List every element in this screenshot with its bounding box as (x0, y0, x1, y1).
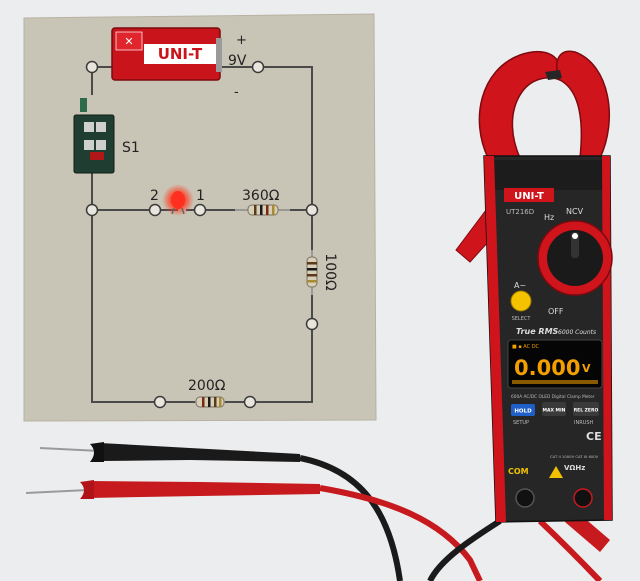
hold-button[interactable]: HOLD (511, 404, 535, 416)
resistor-360-label: 360Ω (242, 188, 280, 204)
switch-s1 (73, 98, 115, 174)
resistor-200-label: 200Ω (188, 378, 226, 394)
rotary-dial[interactable] (537, 220, 613, 296)
terminals (85, 60, 319, 409)
com-jack-label: COM (508, 467, 529, 476)
resistor-100-label: 100Ω (322, 253, 338, 291)
resistor-100 (306, 250, 318, 295)
ce-mark: CE (586, 430, 602, 443)
select-button-label: SELECT (512, 316, 532, 322)
battery-x-mark: ✕ (124, 35, 133, 48)
max-min-button[interactable]: MAX MIN (542, 402, 566, 416)
v-jack[interactable] (573, 488, 593, 508)
dial-label-a: A~ (514, 281, 526, 290)
led (162, 184, 194, 216)
inrush-label: INRUSH (574, 420, 594, 426)
max-min-button-label: MAX MIN (543, 408, 566, 414)
clamp-trigger[interactable] (455, 208, 491, 263)
resistor-360 (235, 204, 290, 216)
dial-label-hz: Hz (544, 213, 554, 222)
cat-rating: CAT II 1000V CAT III 600V (550, 454, 599, 459)
counts-label: 6000 Counts (558, 329, 596, 336)
rel-zero-button-label: REL ZERO (574, 408, 599, 414)
dial-label-off: OFF (548, 307, 564, 316)
rel-zero-button[interactable]: REL ZERO (573, 402, 599, 416)
led-pin2-label: 2 (150, 188, 159, 204)
meter-brand: UNI-T (514, 191, 544, 202)
svg-text:■ ▪ AC DC: ■ ▪ AC DC (512, 344, 540, 350)
display-unit: V (582, 362, 591, 375)
battery-minus-label: - (234, 85, 239, 100)
meter-display: ■ ▪ AC DC 0.000 V (507, 339, 603, 389)
led-pin1-label: 1 (196, 188, 205, 204)
clamp-jaw-left (478, 50, 562, 159)
battery-voltage-label: 9V (228, 53, 247, 69)
display-value: 0.000 (514, 356, 580, 380)
hold-button-label: HOLD (514, 409, 532, 415)
meter-model: UT216D (506, 208, 534, 216)
circuit-board: ✕ UNI-T + - 9V S1 2 1 (23, 13, 377, 422)
select-button[interactable] (510, 290, 532, 312)
meter-subtitle: 600A AC/DC OLED Digital Clamp Meter (511, 394, 595, 400)
v-jack-label: VΩHz (564, 464, 585, 472)
com-jack[interactable] (515, 488, 535, 508)
clamp-meter: UNI-T UT216D Hz NCV OFF A~ SELECT True R… (455, 50, 613, 523)
clamp-jaw-right (556, 50, 611, 159)
setup-label: SETUP (513, 420, 529, 426)
test-leads (25, 442, 610, 581)
resistor-200 (195, 396, 225, 408)
switch-label: S1 (122, 140, 140, 156)
meter-brand-badge (504, 188, 554, 202)
battery: ✕ UNI-T (111, 27, 222, 81)
warning-icon (549, 466, 563, 478)
battery-plus-label: + (236, 33, 247, 48)
true-rms-label: True RMS (516, 327, 559, 336)
dial-label-ncv: NCV (566, 207, 584, 216)
battery-brand: UNI-T (158, 45, 203, 63)
